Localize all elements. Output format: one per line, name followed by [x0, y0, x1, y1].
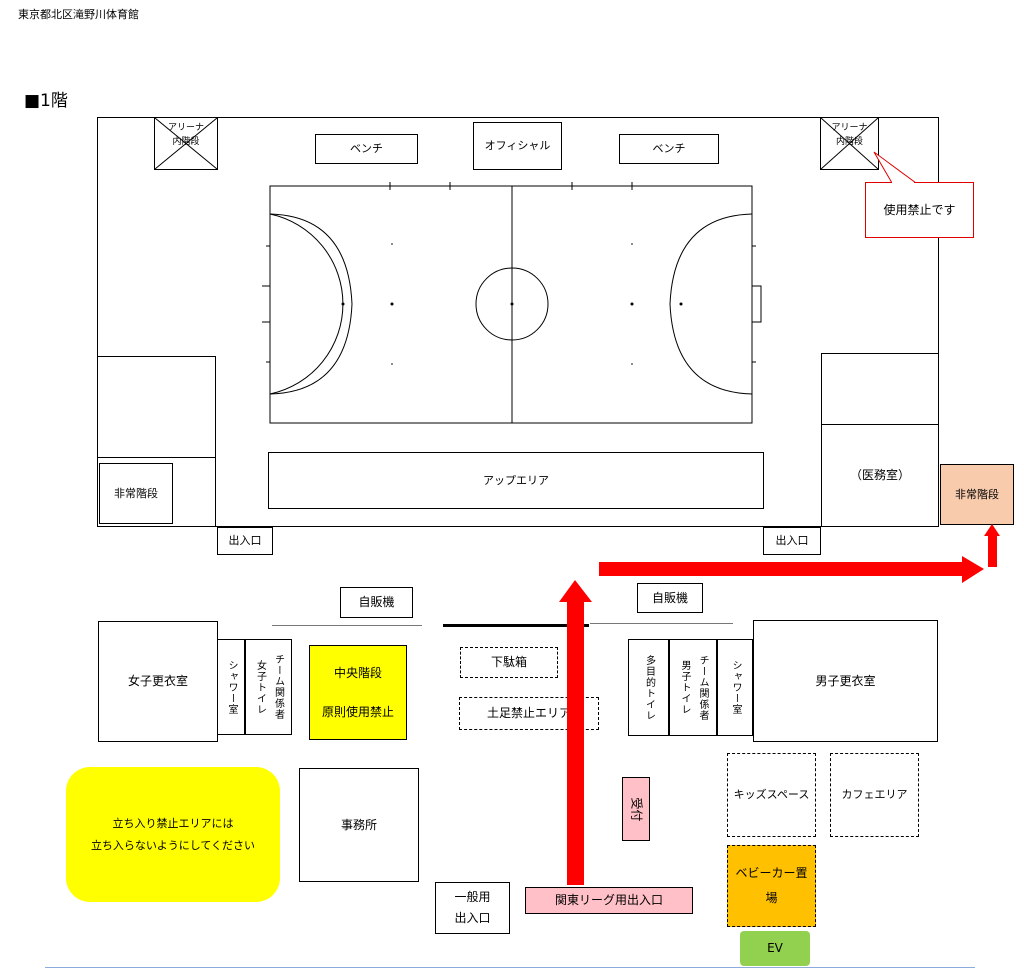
- office-label: 事務所: [340, 817, 377, 832]
- notice-line1: 立ち入り禁止エリアには: [112, 817, 234, 831]
- no-shoes-area-label: 土足禁止エリア: [486, 706, 571, 721]
- arena-stairs-left-label: アリーナ内階段: [167, 123, 204, 147]
- stroller-parking: ベビーカー置 場: [727, 845, 816, 927]
- bottom-divider: [45, 967, 975, 968]
- shower-right-label: シャワー室: [730, 660, 741, 715]
- general-entrance-line1: 一般用: [454, 890, 491, 905]
- team-toilet-men-line2: 男子トイレ: [679, 660, 690, 715]
- entrance-right: 出入口: [763, 527, 821, 555]
- entrance-left: 出入口: [217, 527, 273, 555]
- kanto-league-entrance-label: 関東リーグ用出入口: [554, 893, 663, 908]
- reception-label: 受付: [629, 796, 644, 821]
- prohibited-callout-text: 使用禁止です: [883, 202, 956, 217]
- up-area-label: アップエリア: [483, 473, 549, 487]
- arena-stairs-right: アリーナ内階段: [820, 117, 879, 170]
- shower-left-label: シャワー室: [226, 659, 237, 715]
- emergency-stairs-left: 非常階段: [99, 463, 173, 524]
- wall-line-center: [443, 624, 589, 627]
- arena-outline: [97, 117, 939, 527]
- route-arrow-vertical-shaft: [567, 600, 584, 885]
- entrance-right-label: 出入口: [775, 534, 809, 548]
- team-toilet-women-line1: チーム関係者: [272, 654, 284, 720]
- wall-line-left: [272, 625, 422, 626]
- mens-locker-label: 男子更衣室: [815, 673, 876, 688]
- up-area: アップエリア: [268, 452, 764, 509]
- emergency-stairs-right: 非常階段: [940, 464, 1014, 525]
- team-toilet-women: チーム関係者 女子トイレ: [245, 639, 292, 735]
- facility-name: 東京都北区滝野川体育館: [18, 8, 139, 21]
- official-table: オフィシャル: [473, 122, 562, 170]
- route-arrow-horizontal-head: [962, 556, 984, 583]
- shower-left: シャワー室: [217, 639, 245, 735]
- route-arrow-vertical-head: [559, 580, 592, 602]
- medical-room-label: （医務室）: [849, 468, 910, 483]
- emergency-stairs-right-label: 非常階段: [955, 487, 999, 501]
- route-arrow-small-shaft: [988, 534, 997, 567]
- official-label: オフィシャル: [484, 139, 551, 153]
- bench-right-label: ベンチ: [652, 142, 686, 156]
- route-arrow-horizontal-shaft: [599, 562, 964, 576]
- left-room-upper: [97, 356, 216, 458]
- cafe-area-label: カフェエリア: [841, 788, 908, 802]
- reception: 受付: [622, 777, 650, 841]
- elevator: EV: [740, 931, 810, 966]
- office: 事務所: [299, 768, 419, 882]
- vending-right-label: 自販機: [651, 590, 688, 605]
- left-room-lower: [97, 457, 216, 527]
- womens-locker-label: 女子更衣室: [127, 674, 188, 689]
- team-toilet-men-line1: チーム関係者: [697, 654, 708, 721]
- multi-toilet-label: 多目的トイレ: [643, 654, 655, 721]
- cafe-area: カフェエリア: [830, 753, 919, 837]
- central-stairs: 中央階段 原則使用禁止: [309, 645, 407, 740]
- vending-right: 自販機: [637, 583, 703, 613]
- emergency-stairs-left-label: 非常階段: [114, 486, 158, 500]
- bench-left-label: ベンチ: [350, 142, 383, 156]
- cross-icon: [155, 118, 217, 169]
- shoe-box-label: 下駄箱: [490, 655, 527, 670]
- kanto-league-entrance: 関東リーグ用出入口: [525, 887, 693, 914]
- arena-stairs-right-label: アリーナ内階段: [831, 123, 868, 147]
- notice-line2: 立ち入らないようにしてください: [90, 838, 256, 852]
- cross-icon: [821, 118, 878, 169]
- bench-right: ベンチ: [619, 134, 719, 164]
- vending-left: 自販機: [340, 587, 413, 618]
- kids-space-label: キッズスペース: [733, 788, 810, 802]
- wall-line-right: [590, 623, 733, 624]
- elevator-label: EV: [767, 941, 783, 956]
- right-room-upper: [821, 353, 939, 425]
- stroller-line1: ベビーカー置: [735, 866, 808, 881]
- route-arrow-small-head: [984, 524, 1000, 536]
- shoe-box: 下駄箱: [460, 647, 558, 678]
- stroller-line2: 場: [765, 891, 778, 905]
- prohibited-callout: 使用禁止です: [865, 182, 974, 238]
- kids-space: キッズスペース: [727, 753, 816, 837]
- general-entrance: 一般用 出入口: [435, 882, 510, 934]
- futsal-court: [262, 182, 762, 424]
- general-entrance-line2: 出入口: [454, 911, 491, 925]
- central-stairs-line2: 原則使用禁止: [321, 704, 394, 719]
- no-shoes-area: 土足禁止エリア: [459, 697, 599, 730]
- medical-room: （医務室）: [821, 424, 939, 527]
- bench-left: ベンチ: [315, 134, 418, 164]
- arena-stairs-left: アリーナ内階段: [154, 117, 218, 170]
- team-toilet-men: チーム関係者 男子トイレ: [669, 639, 717, 736]
- floor-title: ■1階: [24, 91, 68, 111]
- multi-purpose-toilet: 多目的トイレ: [628, 639, 669, 736]
- notice-box: 立ち入り禁止エリアには 立ち入らないようにしてください: [66, 767, 280, 902]
- team-toilet-women-line2: 女子トイレ: [254, 659, 266, 715]
- vending-left-label: 自販機: [358, 595, 395, 610]
- entrance-left-label: 出入口: [228, 534, 262, 548]
- shower-right: シャワー室: [717, 639, 753, 736]
- womens-locker: 女子更衣室: [98, 621, 218, 742]
- mens-locker: 男子更衣室: [753, 620, 938, 742]
- central-stairs-line1: 中央階段: [333, 665, 382, 680]
